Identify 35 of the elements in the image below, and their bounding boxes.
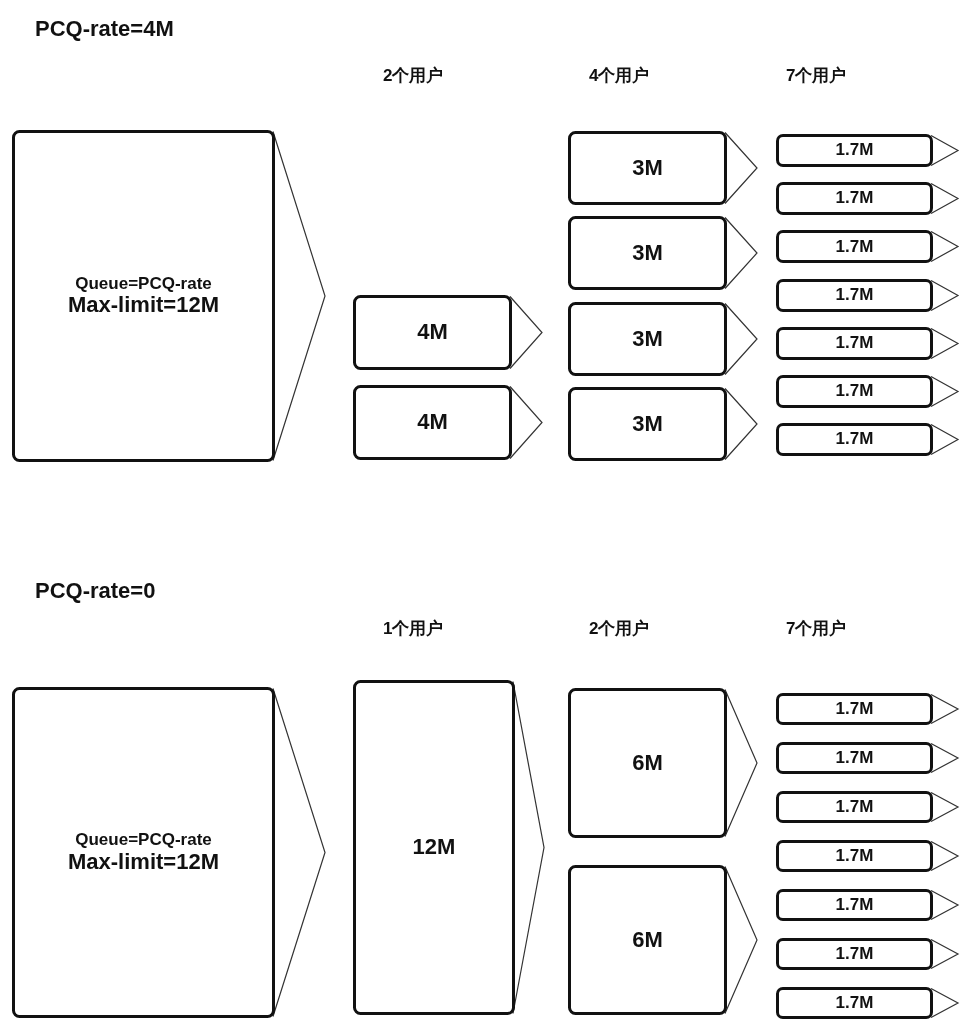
column-heading: 7个用户 bbox=[786, 618, 847, 640]
queue-type-label: Queue=PCQ-rate bbox=[75, 831, 212, 850]
bandwidth-label: 6M bbox=[632, 750, 663, 776]
bandwidth-label: 3M bbox=[632, 411, 663, 437]
section-heading: PCQ-rate=0 bbox=[35, 578, 156, 604]
column-heading: 2个用户 bbox=[383, 65, 444, 87]
queue-type-label: Queue=PCQ-rate bbox=[75, 274, 212, 294]
bandwidth-label: 6M bbox=[632, 927, 663, 953]
max-limit-label: Max-limit=12M bbox=[68, 293, 219, 318]
bandwidth-label: 1.7M bbox=[835, 430, 874, 450]
bandwidth-label: 1.7M bbox=[835, 797, 874, 817]
bandwidth-label: 1.7M bbox=[835, 699, 874, 719]
column-heading: 7个用户 bbox=[786, 65, 847, 87]
bandwidth-label: 1.7M bbox=[835, 748, 874, 768]
bandwidth-label: 12M bbox=[412, 835, 456, 860]
bandwidth-label: 1.7M bbox=[835, 189, 874, 209]
bandwidth-label: 4M bbox=[417, 320, 448, 345]
max-limit-label: Max-limit=12M bbox=[68, 849, 219, 874]
bandwidth-label: 1.7M bbox=[835, 333, 874, 353]
section-heading: PCQ-rate=4M bbox=[35, 16, 174, 42]
bandwidth-label: 1.7M bbox=[835, 944, 874, 964]
bandwidth-label: 4M bbox=[417, 410, 448, 435]
bandwidth-label: 1.7M bbox=[835, 382, 874, 401]
column-heading: 1个用户 bbox=[383, 618, 444, 640]
bandwidth-label: 1.7M bbox=[835, 895, 874, 915]
bandwidth-label: 1.7M bbox=[835, 141, 874, 160]
bandwidth-label: 1.7M bbox=[835, 846, 874, 866]
column-heading: 4个用户 bbox=[589, 65, 650, 87]
bandwidth-label: 1.7M bbox=[835, 237, 874, 257]
column-heading: 2个用户 bbox=[589, 618, 650, 640]
bandwidth-label: 1.7M bbox=[835, 993, 874, 1013]
bandwidth-label: 3M bbox=[632, 240, 663, 266]
bandwidth-label: 3M bbox=[632, 155, 663, 181]
bandwidth-label: 1.7M bbox=[835, 285, 874, 305]
bandwidth-label: 3M bbox=[632, 326, 663, 352]
